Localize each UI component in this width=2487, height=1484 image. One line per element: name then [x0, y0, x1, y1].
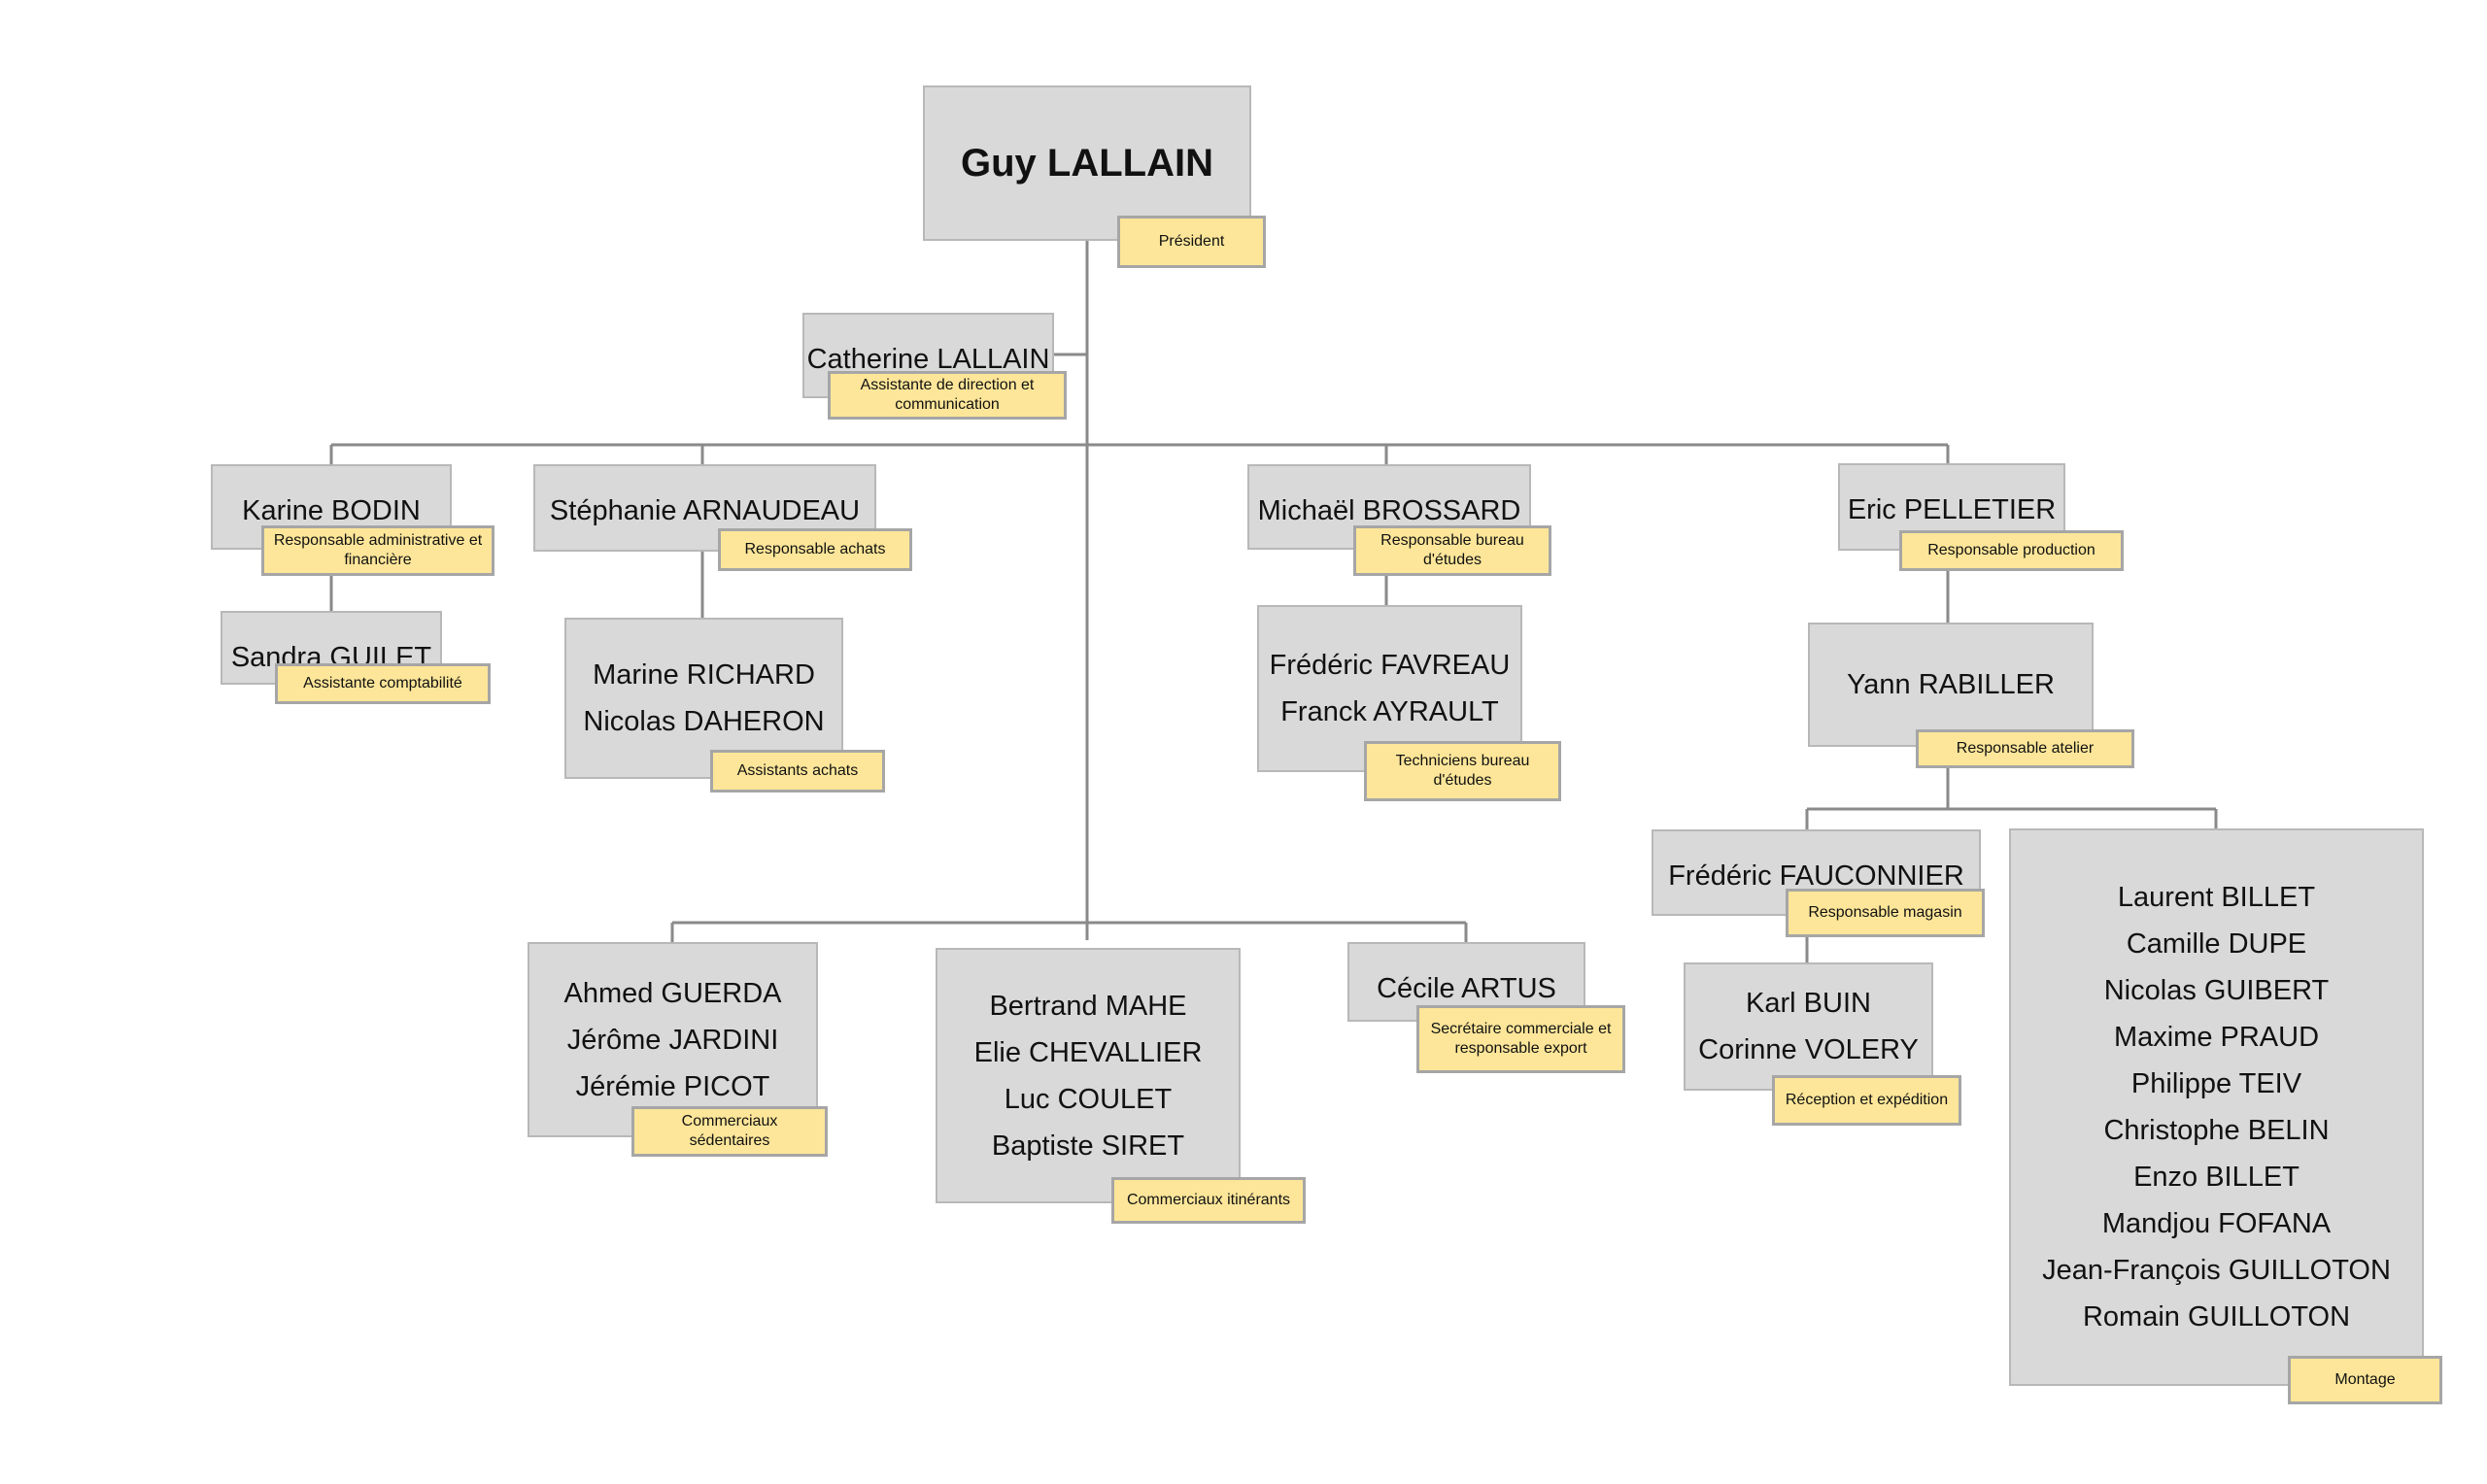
org-box-atelier: Yann RABILLER	[1808, 623, 2094, 747]
role-label-secretaire: Secrétaire commerciale et responsable ex…	[1416, 1005, 1625, 1073]
role-label-techniciens: Techniciens bureau d'études	[1364, 741, 1561, 801]
person-name: Frédéric FAUCONNIER	[1668, 860, 1964, 892]
person-name: Michaël BROSSARD	[1257, 495, 1521, 526]
person-name: Jean-François GUILLOTON	[2042, 1255, 2391, 1286]
role-label-production: Responsable production	[1899, 530, 2124, 571]
person-name: Camille DUPE	[2126, 928, 2307, 960]
role-label-achats: Responsable achats	[718, 528, 912, 571]
person-name: Elie CHEVALLIER	[973, 1036, 1203, 1068]
org-box-president: Guy LALLAIN	[923, 85, 1251, 241]
role-label-admin-fin: Responsable administrative et financière	[261, 525, 494, 576]
role-label-sedentaires: Commerciaux sédentaires	[631, 1106, 828, 1157]
person-name: Franck AYRAULT	[1280, 696, 1499, 727]
person-name: Catherine LALLAIN	[806, 344, 1050, 375]
person-name: Enzo BILLET	[2133, 1162, 2300, 1193]
person-name: Karl BUIN	[1746, 988, 1871, 1019]
person-name: Marine RICHARD	[593, 659, 815, 691]
person-name: Philippe TEIV	[2130, 1068, 2302, 1099]
person-name: Mandjou FOFANA	[2101, 1208, 2332, 1239]
person-name: Karine BODIN	[242, 495, 421, 526]
person-name: Stéphanie ARNAUDEAU	[549, 495, 861, 526]
person-name: Laurent BILLET	[2117, 882, 2316, 913]
person-name: Christophe BELIN	[2103, 1115, 2330, 1146]
role-label-reception: Réception et expédition	[1772, 1075, 1961, 1126]
person-name: Guy LALLAIN	[961, 142, 1213, 185]
org-box-sedentaires: Ahmed GUERDA Jérôme JARDINI Jérémie PICOT	[528, 942, 818, 1137]
role-label-montage: Montage	[2288, 1356, 2442, 1404]
person-name: Romain GUILLOTON	[2082, 1301, 2351, 1332]
role-label-assistant-direction: Assistante de direction et communication	[828, 371, 1067, 420]
org-box-montage: Laurent BILLET Camille DUPE Nicolas GUIBER…	[2009, 828, 2424, 1386]
person-name: Jérôme JARDINI	[566, 1024, 779, 1056]
person-name: Cécile ARTUS	[1377, 973, 1556, 1004]
person-name: Eric PELLETIER	[1847, 494, 2057, 525]
person-name: Luc COULET	[1004, 1083, 1173, 1115]
role-label-assistants-achats: Assistants achats	[710, 750, 885, 793]
person-name: Ahmed GUERDA	[563, 977, 782, 1009]
person-name: Nicolas DAHERON	[583, 706, 825, 737]
person-name: Baptiste SIRET	[991, 1130, 1185, 1162]
role-label-bureau-etudes: Responsable bureau d'études	[1353, 525, 1551, 576]
person-name: Bertrand MAHE	[989, 990, 1187, 1022]
role-label-president: Président	[1117, 216, 1266, 268]
role-label-magasin: Responsable magasin	[1786, 889, 1985, 937]
person-name: Nicolas GUIBERT	[2103, 975, 2330, 1006]
org-box-itinerants: Bertrand MAHE Elie CHEVALLIER Luc COULET Ba…	[936, 948, 1241, 1203]
person-name: Frédéric FAVREAU	[1269, 650, 1511, 681]
person-name: Jérémie PICOT	[575, 1070, 770, 1102]
person-name: Corinne VOLERY	[1698, 1034, 1919, 1065]
org-box-reception: Karl BUIN Corinne VOLERY	[1684, 962, 1933, 1091]
role-label-compta: Assistante comptabilité	[275, 663, 491, 704]
role-label-itinerants: Commerciaux itinérants	[1111, 1177, 1306, 1224]
person-name: Yann RABILLER	[1847, 669, 2055, 700]
person-name: Maxime PRAUD	[2113, 1022, 2320, 1053]
role-label-atelier: Responsable atelier	[1916, 729, 2134, 768]
